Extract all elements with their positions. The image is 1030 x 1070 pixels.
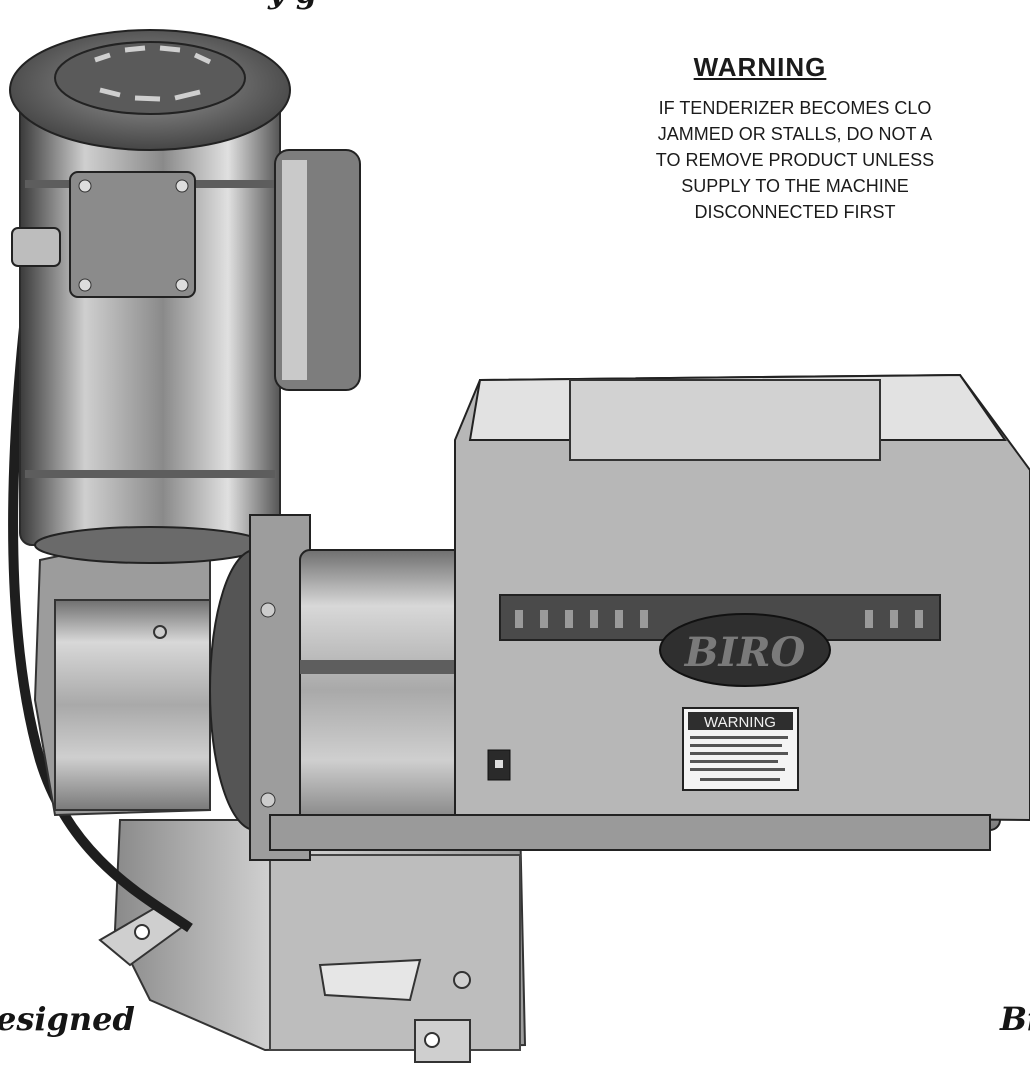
warning-line: SUPPLY TO THE MACHINE <box>681 176 909 196</box>
feed-opening <box>569 379 881 461</box>
warning-plate-title: WARNING <box>704 714 776 731</box>
warning-line: TO REMOVE PRODUCT UNLESS <box>655 150 935 170</box>
warning-line: JAMMED OR STALLS, DO NOT A <box>657 124 933 144</box>
warning-title: WARNING <box>693 52 827 82</box>
brand-logo <box>659 613 831 687</box>
junction-box <box>69 171 196 298</box>
cut-heading: y g <box>268 0 317 11</box>
warning-text: IF TENDERIZER BECOMES CLO JAMMED OR STAL… <box>560 95 1030 225</box>
brand-logo-text: BIRO <box>684 629 806 676</box>
latch <box>318 958 422 1002</box>
cord-grip <box>11 227 61 267</box>
warning-line: IF TENDERIZER BECOMES CLO <box>658 98 932 118</box>
warning-notice: WARNING IF TENDERIZER BECOMES CLO JAMMED… <box>560 52 1030 225</box>
caption-left: esigned <box>0 1000 135 1038</box>
base-front <box>269 854 521 1051</box>
foot-right <box>414 1019 471 1063</box>
caption-right: Bi <box>1000 1000 1030 1038</box>
warning-line: DISCONNECTED FIRST <box>694 202 896 222</box>
